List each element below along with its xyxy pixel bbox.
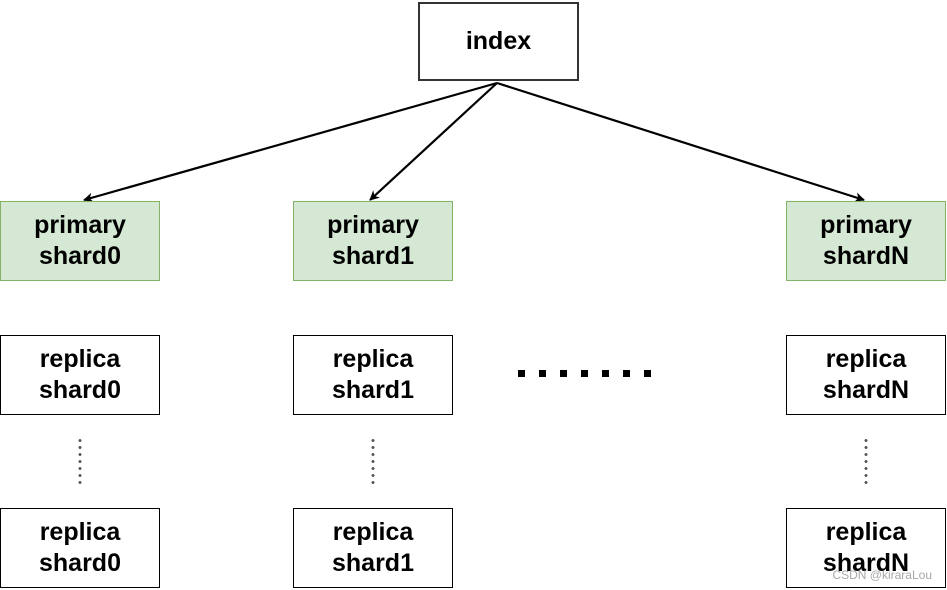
watermark: CSDN @kiraraLou (832, 568, 932, 582)
index-node: index (418, 2, 579, 81)
ellipsis-dot (602, 370, 609, 377)
replica-shard1-node-bottom: replica shard1 (293, 508, 453, 588)
ellipsis-dot (539, 370, 546, 377)
node-label-line2: shard1 (332, 376, 414, 404)
node-label-line2: shard0 (39, 549, 121, 577)
ellipsis-dot (581, 370, 588, 377)
ellipsis-dot (644, 370, 651, 377)
primary-shardN-node: primary shardN (786, 201, 946, 281)
node-label-line2: shard0 (39, 376, 121, 404)
node-label-line1: primary (820, 211, 912, 239)
edge-index-to-primary-shard1 (369, 82, 498, 201)
node-label-line1: replica (39, 345, 121, 373)
vertical-ellipsis-shard1 (370, 437, 376, 487)
node-label-line2: shardN (822, 549, 910, 577)
vertical-ellipsis-shardN (863, 437, 869, 487)
replica-shard1-node-top: replica shard1 (293, 335, 453, 415)
node-label-line2: shard0 (39, 242, 121, 270)
node-label-line1: replica (39, 518, 121, 546)
node-label-line2: shardN (822, 242, 910, 270)
primary-shard0-node: primary shard0 (0, 201, 160, 281)
node-label-line1: primary (327, 211, 419, 239)
node-label-line2: shardN (822, 376, 910, 404)
node-label-line1: replica (825, 345, 907, 373)
node-label-line1: primary (34, 211, 126, 239)
node-label-line2: shard1 (332, 549, 414, 577)
index-node-label: index (465, 27, 532, 55)
node-label-line1: replica (332, 345, 414, 373)
node-label-line1: replica (332, 518, 414, 546)
replica-shardN-node-bottom: replica shardN (786, 508, 946, 588)
node-label-line2: shard1 (332, 242, 414, 270)
replica-shard0-node-bottom: replica shard0 (0, 508, 160, 588)
replica-shardN-node-top: replica shardN (786, 335, 946, 415)
vertical-ellipsis-shard0 (77, 437, 83, 487)
node-label-line1: replica (825, 518, 907, 546)
replica-shard0-node-top: replica shard0 (0, 335, 160, 415)
edge-index-to-primary-shard0 (83, 81, 498, 203)
ellipsis-dot (623, 370, 630, 377)
horizontal-ellipsis (518, 370, 651, 377)
edge-index-to-primary-shardN (496, 81, 865, 203)
ellipsis-dot (560, 370, 567, 377)
primary-shard1-node: primary shard1 (293, 201, 453, 281)
ellipsis-dot (518, 370, 525, 377)
